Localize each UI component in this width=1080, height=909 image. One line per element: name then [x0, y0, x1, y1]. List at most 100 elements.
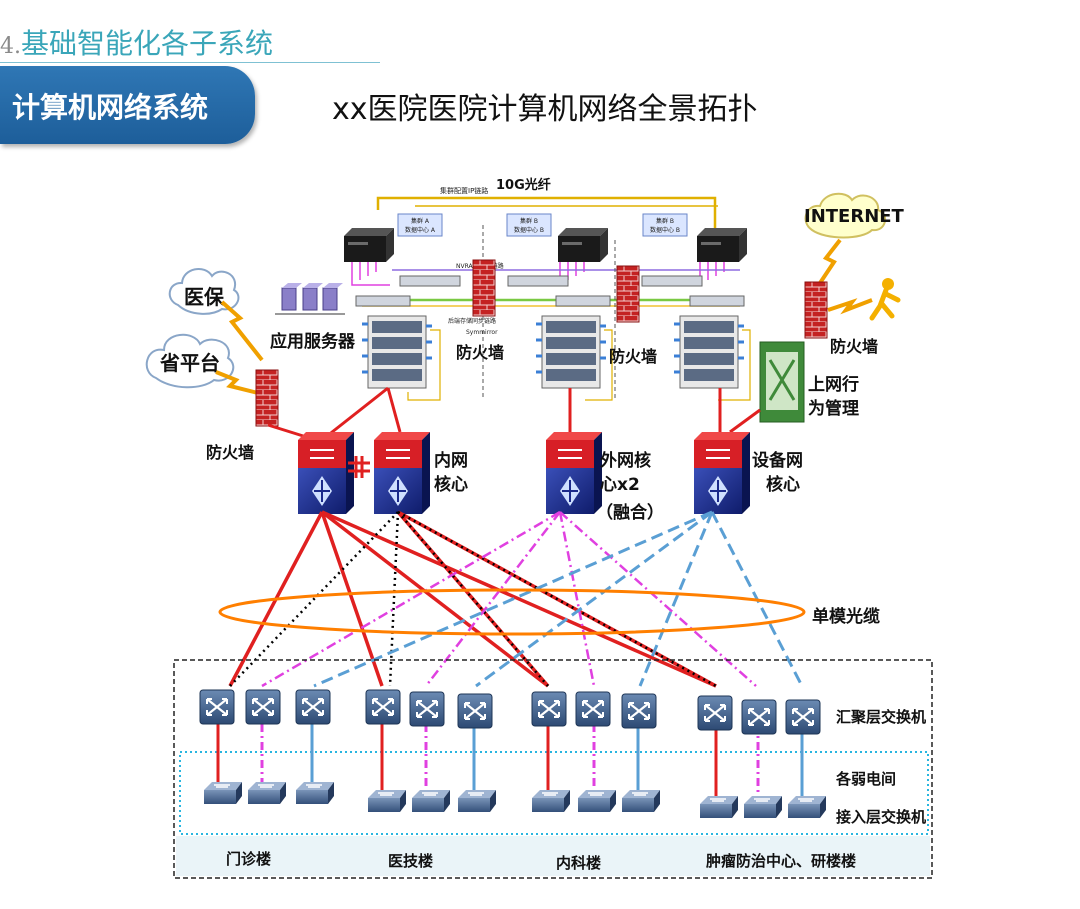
internet-cloud: INTERNET — [804, 192, 905, 239]
access-switch — [203, 781, 243, 805]
svg-text:省平台: 省平台 — [159, 351, 220, 375]
data-center-area: 10G光纤 集群配置IP链路 集群 A 数据中心 A 集群 B 数据中心 B 集… — [344, 177, 751, 401]
lightning-platform — [215, 370, 263, 396]
agg-switch-label: 汇聚层交换机 — [836, 708, 926, 726]
access-switch — [787, 795, 827, 819]
agg-switch — [294, 688, 332, 726]
building-label-medtech: 医技楼 — [388, 852, 433, 870]
inner-core-backup-links — [229, 510, 717, 688]
svg-text:数据中心 B: 数据中心 B — [650, 226, 680, 234]
agg-switch — [408, 690, 446, 728]
outer-core-label-2: 心x2 — [600, 475, 640, 495]
section-heading: 4.基础智能化各子系统 — [0, 22, 273, 62]
cluster-a-box: 集群 A 数据中心 A — [397, 213, 443, 237]
access-switch-label: 接入层交换机 — [836, 808, 926, 826]
outer-core-links — [261, 510, 757, 688]
section-tab-label: 计算机网络系统 — [12, 91, 209, 124]
symmirror-label: Symmirror — [466, 329, 498, 336]
aggregation-switches — [198, 688, 822, 736]
access-switch — [743, 795, 783, 819]
access-switches — [203, 781, 827, 819]
center-firewall-right-label: 防火墙 — [609, 347, 657, 366]
building-label-internal: 内科楼 — [556, 854, 601, 872]
building-outer-box — [173, 659, 933, 879]
building-label-band — [176, 836, 930, 876]
agg-switch — [456, 692, 494, 730]
cluster-b1-box: 集群 B 数据中心 B — [506, 213, 552, 237]
app-server-group: 应用服务器 — [270, 283, 356, 352]
behavior-management-device: 上网行 为管理 — [759, 341, 859, 423]
backend-link-label: 后端存储同步链路 — [448, 317, 496, 325]
storage-rack-a — [360, 314, 434, 390]
center-firewall-left-label: 防火墙 — [456, 343, 504, 362]
svg-text:医保: 医保 — [184, 285, 225, 309]
agg-switch — [620, 692, 658, 730]
access-switch — [295, 781, 335, 805]
storage-rack-c — [672, 314, 746, 390]
weak-room-label: 各弱电间 — [835, 770, 896, 788]
core-link-marker — [348, 456, 370, 478]
center-firewall-left — [472, 259, 496, 317]
inner-core-label-2: 核心 — [434, 474, 468, 495]
outer-core-switch — [545, 431, 603, 515]
cluster-b2-box: 集群 B 数据中心 B — [642, 213, 688, 237]
right-firewall-label: 防火墙 — [830, 337, 878, 356]
fiber-loop — [376, 196, 717, 235]
storage-rack-b — [534, 314, 608, 390]
building-label-oncology: 肿瘤防治中心、研楼楼 — [706, 852, 856, 870]
shengpingtai-cloud: 省平台 — [145, 334, 235, 389]
access-switch — [247, 781, 287, 805]
agg-switch — [574, 690, 612, 728]
single-mode-fiber-ring — [218, 588, 806, 636]
svg-text:上网行: 上网行 — [808, 374, 859, 395]
svg-text:数据中心 B: 数据中心 B — [514, 226, 544, 234]
access-switch — [457, 789, 497, 813]
agg-switch — [740, 698, 778, 736]
svg-text:为管理: 为管理 — [808, 398, 859, 419]
access-switch — [411, 789, 451, 813]
access-switch — [699, 795, 739, 819]
agg-switch — [364, 688, 402, 726]
svg-text:INTERNET: INTERNET — [804, 206, 905, 227]
server-b — [558, 228, 608, 262]
fiber-label: 10G光纤 — [496, 177, 551, 193]
cluster-ip-link-label: 集群配置IP链路 — [440, 186, 488, 195]
lightning-yibao — [220, 300, 264, 362]
user-figure-icon — [869, 278, 901, 321]
device-core-switch — [693, 431, 751, 515]
left-firewall-label: 防火墙 — [206, 443, 254, 462]
access-switch — [367, 789, 407, 813]
access-switch — [531, 789, 571, 813]
inner-core-label-1: 内网 — [434, 450, 468, 471]
device-core-label-1: 设备网 — [752, 450, 803, 471]
header-divider — [0, 62, 380, 63]
left-firewall — [255, 369, 279, 427]
access-switch — [577, 789, 617, 813]
inner-core-switch-1 — [297, 431, 355, 515]
section-title: 基础智能化各子系统 — [21, 27, 274, 60]
section-tab: 计算机网络系统 — [0, 66, 255, 144]
access-switch — [621, 789, 661, 813]
agg-switch — [198, 688, 236, 726]
device-core-label-2: 核心 — [766, 474, 800, 495]
agg-switch — [696, 694, 734, 732]
app-server-label: 应用服务器 — [270, 331, 356, 352]
access-drop-links — [216, 724, 804, 800]
svg-text:数据中心 A: 数据中心 A — [405, 226, 436, 234]
single-mode-label: 单模光缆 — [812, 606, 880, 627]
building-label-outpatient: 门诊楼 — [226, 850, 271, 868]
inner-core-switch-2 — [373, 431, 431, 515]
outer-core-label-1: 外网核 — [600, 450, 651, 471]
section-number: 4. — [0, 34, 21, 59]
svg-text:集群 B: 集群 B — [656, 217, 674, 225]
svg-text:集群 B: 集群 B — [520, 217, 538, 225]
center-firewall-right — [616, 265, 640, 323]
outer-core-label-3: （融合） — [596, 502, 664, 523]
svg-text:集群 A: 集群 A — [411, 217, 430, 225]
page-title: xx医院医院计算机网络全景拓扑 — [332, 92, 758, 127]
server-a — [344, 228, 394, 262]
yibao-cloud: 医保 — [168, 267, 240, 315]
agg-switch — [530, 690, 568, 728]
agg-switch — [244, 688, 282, 726]
